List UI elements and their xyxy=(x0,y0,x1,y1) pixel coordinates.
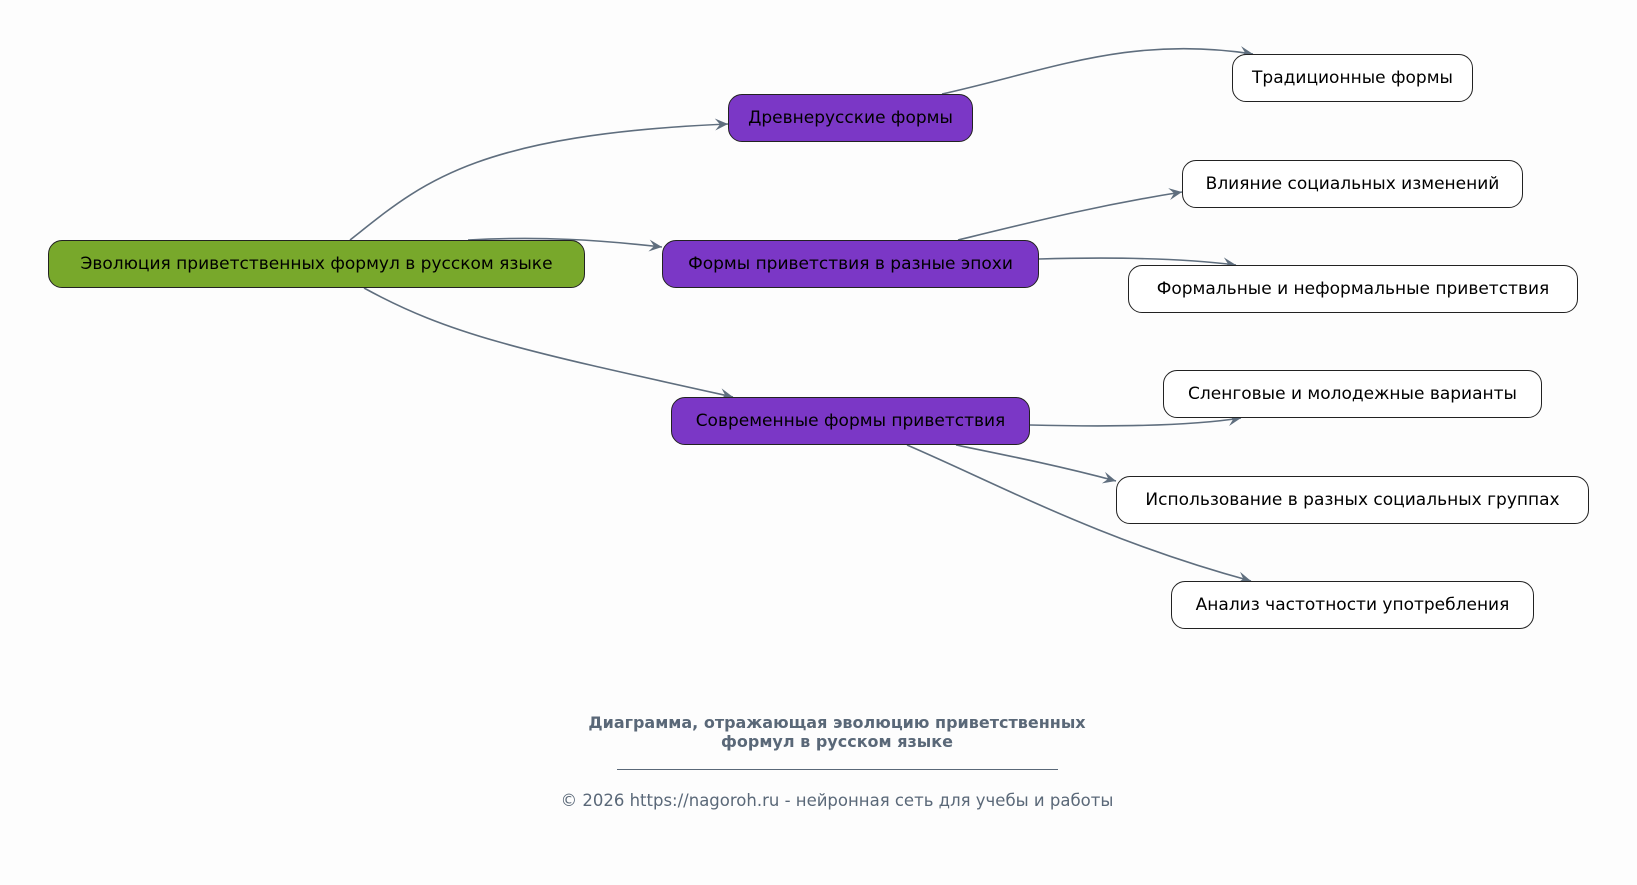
caption-line-1: Диаграмма, отражающая эволюцию приветств… xyxy=(588,713,1086,732)
caption-line-2: формул в русском языке xyxy=(721,732,953,751)
leaf-node-formal-informal[interactable]: Формальные и неформальные приветствия xyxy=(1128,265,1578,313)
leaf-node-traditional-forms[interactable]: Традиционные формы xyxy=(1232,54,1473,102)
edge-root-to-modern xyxy=(363,287,734,401)
edge-root-to-epochs xyxy=(467,237,663,252)
copyright-text: © 2026 https://nagoroh.ru - нейронная се… xyxy=(560,791,1114,810)
leaf-node-social-changes[interactable]: Влияние социальных изменений xyxy=(1182,160,1523,208)
edge-ancient-to-traditional xyxy=(941,46,1254,95)
branch-node-epochs[interactable]: Формы приветствия в разные эпохи xyxy=(662,240,1039,288)
edge-modern-to-slang xyxy=(1029,414,1242,427)
edge-modern-to-frequency xyxy=(906,444,1252,584)
edge-epochs-to-social xyxy=(957,188,1183,241)
leaf-node-frequency-analysis[interactable]: Анализ частотности употребления xyxy=(1171,581,1534,629)
edge-epochs-to-formal xyxy=(1038,257,1237,270)
edge-modern-to-groups xyxy=(955,444,1117,484)
root-node[interactable]: Эволюция приветственных формул в русском… xyxy=(48,240,585,288)
caption-divider xyxy=(617,769,1058,770)
leaf-node-social-groups[interactable]: Использование в разных социальных группа… xyxy=(1116,476,1589,524)
diagram-caption: Диаграмма, отражающая эволюцию приветств… xyxy=(0,713,1637,751)
leaf-node-slang-youth[interactable]: Сленговые и молодежные варианты xyxy=(1163,370,1542,418)
edge-root-to-ancient xyxy=(349,118,729,241)
branch-node-modern-forms[interactable]: Современные формы приветствия xyxy=(671,397,1030,445)
branch-node-ancient-forms[interactable]: Древнерусские формы xyxy=(728,94,973,142)
